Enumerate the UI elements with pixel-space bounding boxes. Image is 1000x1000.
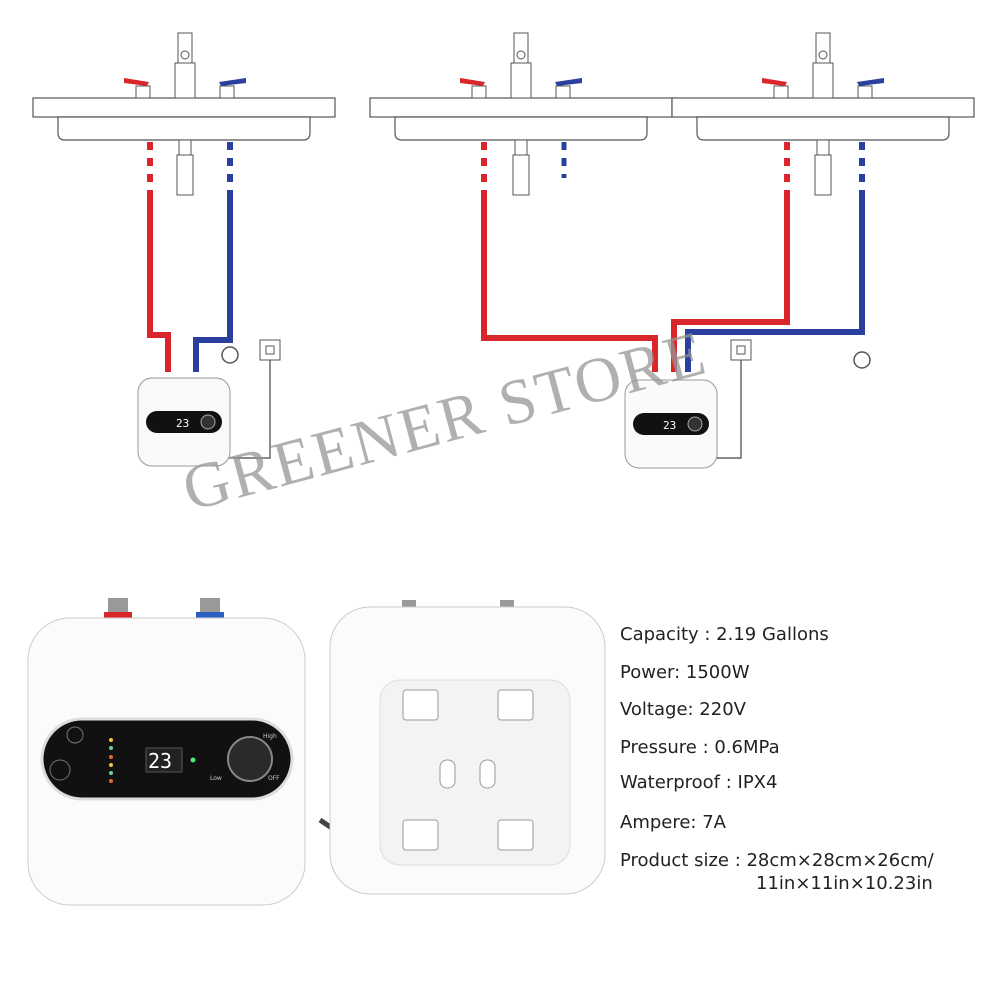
spec-ampere: Ampere: 7A: [620, 812, 726, 833]
heater-front: [27, 598, 362, 906]
spec-power: Power: 1500W: [620, 662, 750, 683]
spec-voltage: Voltage: 220V: [620, 699, 746, 720]
knob-label-off: OFF: [268, 775, 280, 782]
heater-back: [329, 600, 606, 895]
spec-capacity: Capacity : 2.19 Gallons: [620, 624, 829, 645]
cold-pipe-right: [685, 142, 865, 372]
hot-pipe-right: [671, 142, 790, 372]
shutoff-valve-icon: [853, 351, 871, 369]
sink-left: [32, 32, 336, 196]
sink-middle: [369, 32, 673, 196]
cold-pipe-left: [193, 142, 233, 372]
display-reading: 23: [148, 749, 172, 773]
hot-pipe-left: [147, 142, 171, 372]
sink-right: [671, 32, 975, 196]
spec-pressure: Pressure : 0.6MPa: [620, 737, 780, 758]
knob-label-low: Low: [210, 775, 222, 782]
shutoff-valve-icon: [221, 346, 239, 364]
hot-pipe-middle: [481, 142, 658, 372]
spec-size: Product size : 28cm×28cm×26cm/: [620, 850, 934, 871]
spec-size-inches: 11in×11in×10.23in: [756, 873, 933, 894]
power-outlet-icon: [259, 339, 281, 361]
power-outlet-icon: [730, 339, 752, 361]
spec-waterproof: Waterproof : IPX4: [620, 772, 778, 793]
knob-label-high: High: [263, 733, 277, 740]
